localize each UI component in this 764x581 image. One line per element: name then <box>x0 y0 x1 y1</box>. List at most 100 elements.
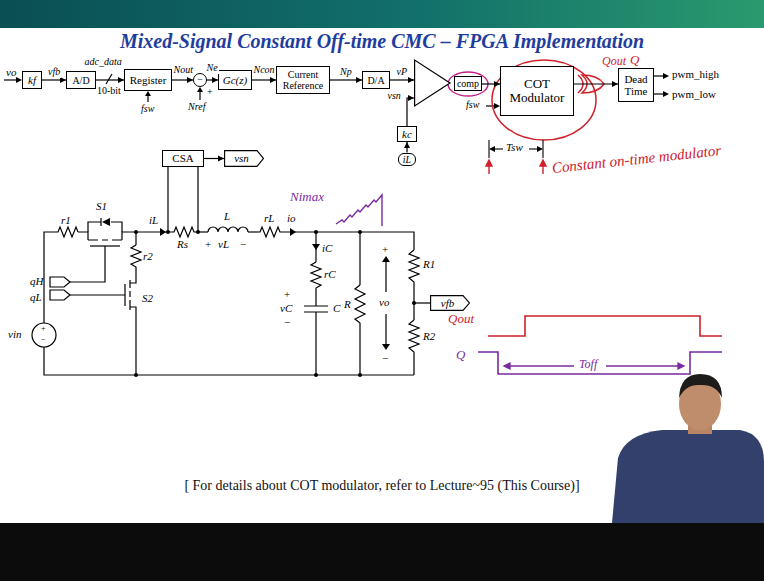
circuit-mark <box>134 373 138 377</box>
circuit-wire <box>359 232 360 285</box>
circuit-wire <box>311 262 321 306</box>
connector <box>404 142 410 153</box>
arrow-head <box>663 91 669 97</box>
comparator-symbol <box>415 60 450 106</box>
handwritten-note: Q <box>456 348 465 363</box>
symbol-label: R <box>344 298 351 311</box>
node-label: vsn <box>234 152 249 164</box>
symbol-label: S1 <box>96 200 107 213</box>
symbol-label: r1 <box>61 214 71 227</box>
node-label: D/A <box>367 75 384 86</box>
symbol-label: qL <box>30 291 42 304</box>
circuit-mark <box>382 256 390 262</box>
presenter <box>679 374 722 398</box>
symbol-label: − <box>284 316 290 329</box>
circuit-mark <box>196 230 200 234</box>
node-label: Current Reference <box>279 69 327 91</box>
symbol-label: fsw <box>141 103 154 115</box>
node-label: kc <box>402 128 412 140</box>
circuit-mark <box>134 230 138 234</box>
symbol-label: pwm_high <box>672 68 719 81</box>
waveform-sketch <box>488 316 722 336</box>
arrow-head <box>218 156 224 162</box>
compensator-block: Gc(z) <box>218 70 252 90</box>
circuit-wire <box>168 167 198 232</box>
gain-block: kf <box>22 71 42 89</box>
circuit-wire <box>44 347 414 375</box>
circuit-wire <box>50 277 70 287</box>
circuit-wire <box>88 239 122 240</box>
adc-block: A/D <box>66 71 96 89</box>
symbol-label: R2 <box>423 330 435 343</box>
circuit-wire <box>248 231 258 232</box>
signal-label: adc_data <box>84 56 123 68</box>
symbol-label: vo <box>379 296 389 309</box>
symbol-label: R1 <box>423 258 435 271</box>
signal-label: Np <box>339 66 353 78</box>
symbol-label: + <box>284 288 290 301</box>
symbol-label: C <box>333 302 340 315</box>
gain-block: kc <box>397 126 417 142</box>
circuit-wire <box>282 232 414 250</box>
symbol-label: fsw <box>466 99 479 111</box>
symbol-label: vC <box>280 302 292 315</box>
connector-line <box>407 98 414 126</box>
circuit-wire <box>409 320 419 375</box>
signal-label: Ncon <box>253 64 276 76</box>
symbol-label: + <box>382 243 388 256</box>
circuit-mark <box>358 373 362 377</box>
off-time-marker <box>504 363 510 369</box>
circuit-mark <box>314 373 318 377</box>
circuit-wire <box>131 245 141 270</box>
symbol-label: + <box>205 238 211 251</box>
dac-block: D/A <box>362 71 390 89</box>
connector <box>172 77 193 83</box>
circuit-mark <box>412 301 416 305</box>
connector <box>482 81 500 87</box>
circuit-mark <box>102 218 416 377</box>
connector <box>390 77 414 83</box>
circuit-mark <box>312 244 320 250</box>
symbol-label: − <box>41 335 46 344</box>
circuit-wire <box>315 312 316 375</box>
node-label: comp <box>454 76 482 91</box>
signal-label: vfb <box>47 66 61 78</box>
symbol-label: + <box>41 324 46 333</box>
connector <box>407 95 414 126</box>
connector <box>330 77 362 83</box>
node-label: Dead Time <box>621 73 651 97</box>
circuit-mark <box>314 230 318 234</box>
handwritten-note: Nimax <box>290 190 324 205</box>
circuit-wire <box>129 280 130 310</box>
period-marker <box>489 140 543 158</box>
circuit-wire <box>100 218 101 226</box>
symbol-label: r2 <box>143 250 153 263</box>
circuit-wire <box>130 307 136 375</box>
register-block: Register <box>124 69 172 91</box>
circuit-wire <box>50 290 70 300</box>
flag-outline <box>225 151 264 167</box>
node-label: vfb <box>441 297 454 309</box>
symbol-label: vo <box>6 66 16 79</box>
circuit-wire <box>414 302 430 303</box>
circuit-wire <box>172 227 196 237</box>
period-marker <box>494 148 503 149</box>
circuit-wire <box>78 232 88 240</box>
symbol-label: qH <box>30 275 43 288</box>
arrow-head <box>145 91 151 96</box>
symbol-label: pwm_low <box>672 88 716 101</box>
circuit-wire <box>304 306 328 312</box>
signal-flag: iL <box>398 153 416 166</box>
node-label: iL <box>403 154 411 165</box>
highlight-ellipse <box>492 60 596 140</box>
connector-line <box>574 83 618 84</box>
symbol-label: vin <box>8 328 21 341</box>
handwritten-note: Qout <box>602 55 626 69</box>
node-label: Register <box>130 74 167 86</box>
period-marker <box>529 148 538 149</box>
summing-junction: −+ <box>193 73 207 87</box>
handwritten-note: Qout <box>448 312 474 327</box>
connector <box>574 81 618 87</box>
circuit-mark <box>166 230 170 234</box>
